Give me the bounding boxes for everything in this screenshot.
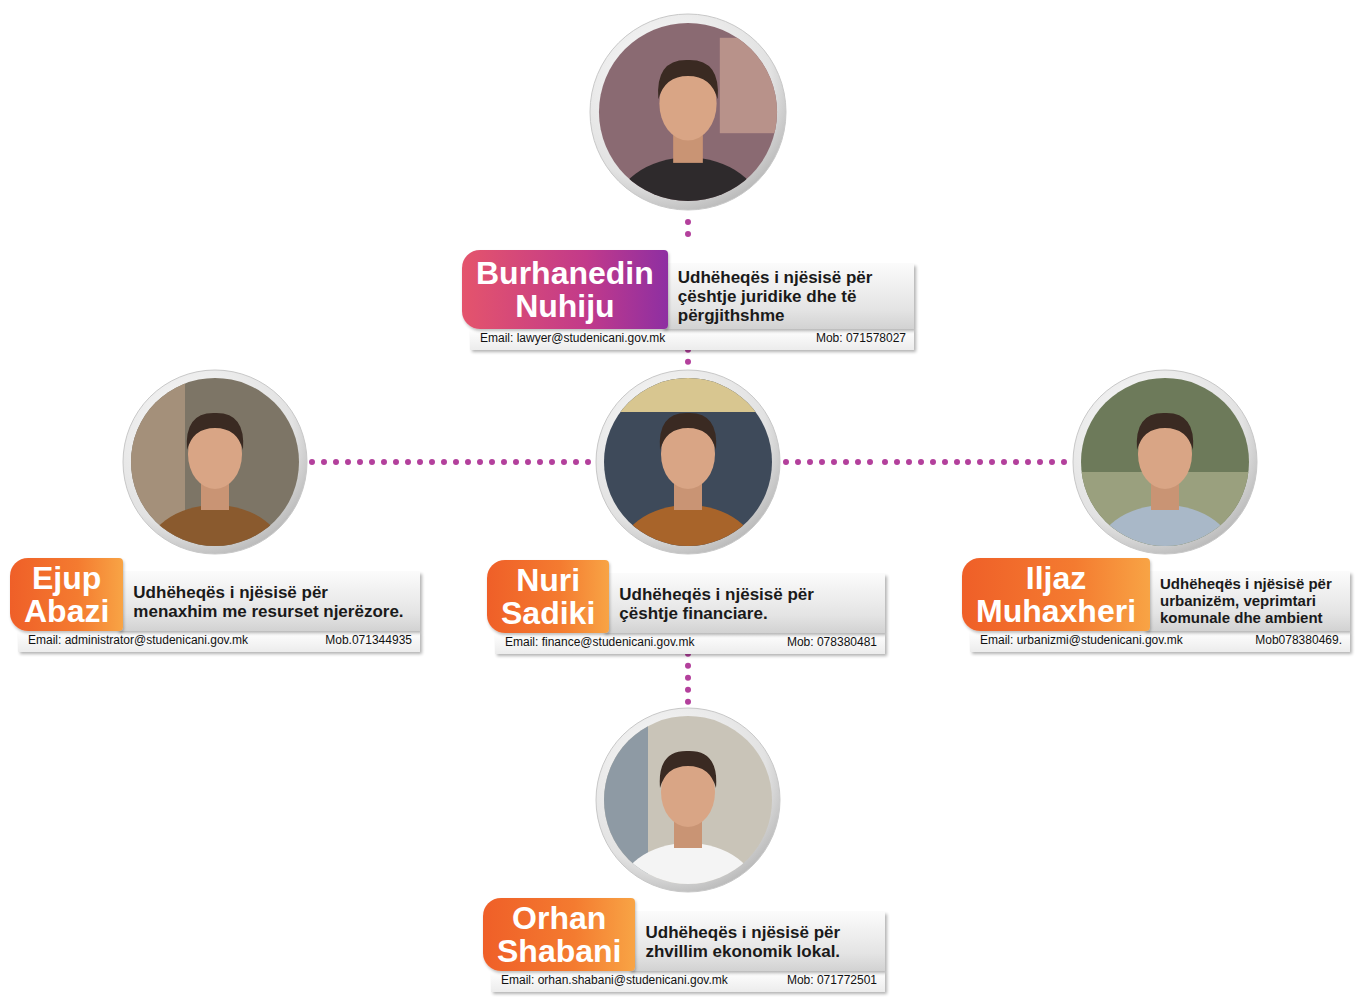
role-text: Udhëheqës i njësisë për urbanizëm, vepri…: [1160, 576, 1340, 626]
person-name: Orhan Shabani: [497, 902, 621, 967]
card-head: Burhanedin Nuhiju Udhëheqës i njësisë për…: [462, 250, 914, 329]
contact-row: Email: urbanizmi@studenicani.gov.mk Mob07…: [970, 631, 1350, 652]
role-box: Udhëheqës i njësisë për çështje financia…: [603, 574, 885, 633]
role-text: Udhëheqës i njësisë për menaxhim me resu…: [133, 583, 410, 621]
person-name: Iljaz Muhaxheri: [976, 562, 1136, 627]
name-pill: Nuri Sadiki: [487, 560, 609, 633]
staff-card: Ejup Abazi Udhëheqës i njësisë për menaxh…: [10, 370, 420, 652]
role-box: Udhëheqës i njësisë për zhvillim ekonomi…: [629, 912, 885, 971]
card-body: Burhanedin Nuhiju Udhëheqës i njësisë për…: [462, 250, 914, 350]
card-head: Nuri Sadiki Udhëheqës i njësisë për çësht…: [487, 560, 885, 633]
dotted-connector: [685, 654, 691, 708]
role-text: Udhëheqës i njësisë për çështje financia…: [619, 585, 875, 623]
card-head: Orhan Shabani Udhëheqës i njësisë për zhv…: [483, 898, 885, 971]
email-text: Email: orhan.shabani@studenicani.gov.mk: [501, 973, 728, 989]
phone-text: Mob: 078380481: [787, 635, 877, 651]
portrait-figure: [614, 60, 762, 268]
phone-text: Mob.071344935: [325, 633, 412, 649]
role-box: Udhëheqës i njësisë për menaxhim me resu…: [117, 572, 420, 631]
dotted-stub: [492, 459, 590, 465]
staff-card: Orhan Shabani Udhëheqës i njësisë për zhv…: [483, 708, 885, 992]
card-body: Iljaz Muhaxheri Udhëheqës i njësisë për u…: [962, 558, 1350, 652]
dotted-connector: [420, 459, 487, 465]
card-head: Iljaz Muhaxheri Udhëheqës i njësisë për u…: [962, 558, 1350, 631]
contact-row: Email: administrator@studenicani.gov.mk M…: [18, 631, 420, 652]
staff-card: Burhanedin Nuhiju Udhëheqës i njësisë për…: [462, 14, 914, 350]
dotted-stub: [312, 459, 416, 465]
role-box: Udhëheqës i njësisë për çështje juridike…: [662, 264, 914, 329]
contact-row: Email: orhan.shabani@studenicani.gov.mk M…: [491, 971, 885, 992]
dotted-stub: [786, 459, 880, 465]
dotted-connector: [685, 350, 691, 370]
portrait-photo: [590, 14, 786, 268]
card-body: Ejup Abazi Udhëheqës i njësisë për menaxh…: [10, 558, 420, 652]
name-pill: Orhan Shabani: [483, 898, 635, 971]
person-name: Ejup Abazi: [24, 562, 109, 627]
role-text: Udhëheqës i njësisë për çështje juridike…: [678, 268, 904, 325]
name-pill: Ejup Abazi: [10, 558, 123, 631]
contact-row: Email: finance@studenicani.gov.mk Mob: 07…: [495, 633, 885, 654]
contact-row: Email: lawyer@studenicani.gov.mk Mob: 071…: [470, 329, 914, 350]
card-body: Orhan Shabani Udhëheqës i njësisë për zhv…: [483, 898, 885, 992]
name-pill: Burhanedin Nuhiju: [462, 250, 668, 329]
person-name: Nuri Sadiki: [501, 564, 595, 629]
card-head: Ejup Abazi Udhëheqës i njësisë për menaxh…: [10, 558, 420, 631]
dotted-stub: [685, 222, 691, 244]
email-text: Email: administrator@studenicani.gov.mk: [28, 633, 248, 649]
role-text: Udhëheqës i njësisë për zhvillim ekonomi…: [645, 923, 875, 961]
photo-background: [598, 372, 778, 412]
role-box: Udhëheqës i njësisë për urbanizëm, vepri…: [1144, 572, 1350, 631]
email-text: Email: lawyer@studenicani.gov.mk: [480, 331, 665, 347]
phone-text: Mob078380469.: [1255, 633, 1342, 649]
phone-text: Mob: 071578027: [816, 331, 906, 347]
email-text: Email: finance@studenicani.gov.mk: [505, 635, 694, 651]
person-name: Burhanedin Nuhiju: [476, 257, 654, 322]
phone-text: Mob: 071772501: [787, 973, 877, 989]
staff-card: Iljaz Muhaxheri Udhëheqës i njësisë për u…: [962, 370, 1350, 652]
staff-card: Nuri Sadiki Udhëheqës i njësisë për çësht…: [487, 370, 885, 654]
photo-background: [720, 38, 784, 133]
dotted-stub: [968, 459, 1066, 465]
card-body: Nuri Sadiki Udhëheqës i njësisë për çësht…: [487, 560, 885, 654]
email-text: Email: urbanizmi@studenicani.gov.mk: [980, 633, 1183, 649]
name-pill: Iljaz Muhaxheri: [962, 558, 1150, 631]
dotted-connector: [885, 459, 962, 465]
